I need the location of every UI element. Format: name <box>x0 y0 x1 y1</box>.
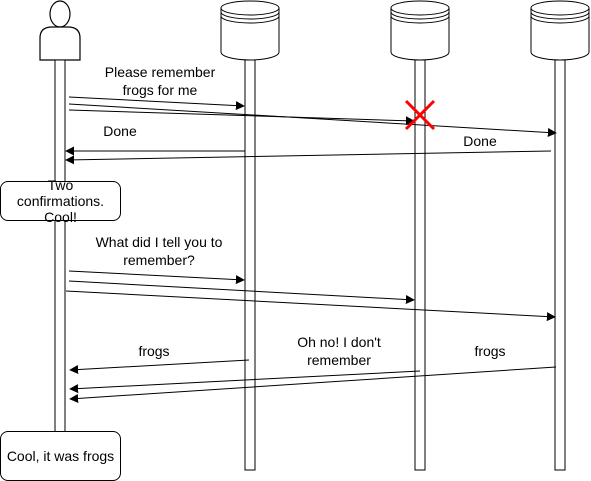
arrow-request-1-to-db3 <box>68 103 557 138</box>
note-cool-frogs-text: Cool, it was frogs <box>6 448 115 464</box>
database-2-lifeline <box>414 59 426 471</box>
database-3-icon <box>530 0 590 61</box>
database-1-lifeline <box>244 59 256 471</box>
message-reply-db1-2: frogs <box>138 343 169 359</box>
arrow-request-1-to-db2 <box>68 109 415 126</box>
arrow-request-2-to-db2 <box>68 280 415 305</box>
arrow-reply-db3-2 <box>69 366 557 403</box>
arrow-reply-db2-2 <box>69 370 421 394</box>
failure-x-icon <box>404 99 436 131</box>
arrow-reply-db1-2 <box>69 359 250 375</box>
message-reply-db3-2: frogs <box>474 343 505 359</box>
note-two-confirmations-text: Two confirmations. Cool! <box>16 177 105 225</box>
user-lifeline <box>54 59 66 436</box>
user-actor-icon <box>39 0 81 61</box>
arrow-request-2-to-db1 <box>68 270 245 285</box>
database-3-lifeline <box>554 59 566 471</box>
arrow-reply-db3-1 <box>65 150 552 165</box>
note-two-confirmations: Two confirmations. Cool! <box>0 177 121 225</box>
message-reply-db1-1: Done <box>103 123 137 139</box>
database-2-icon <box>390 0 450 61</box>
database-1-icon <box>220 0 280 61</box>
message-reply-db3-1: Done <box>463 133 497 149</box>
note-cool-frogs: Cool, it was frogs <box>0 431 121 481</box>
arrow-request-2-to-db3 <box>65 290 556 322</box>
arrow-request-1-to-db1 <box>68 96 245 111</box>
